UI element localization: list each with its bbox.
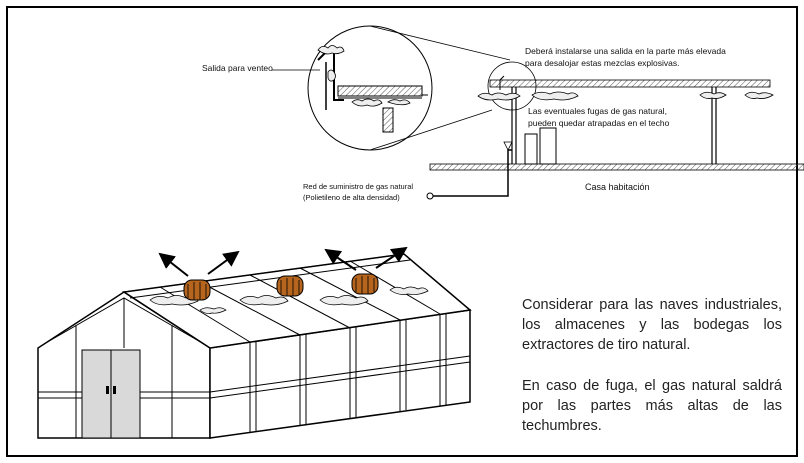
gas-cloud-icon	[317, 45, 411, 107]
gas-cloud-icon	[149, 286, 429, 314]
gas-leak-note-line1: Las eventuales fugas de gas natural,	[528, 106, 667, 116]
leak-behavior-text: En caso de fuga, el gas natural saldrá p…	[522, 378, 782, 434]
supply-network-label-line1: Red de suministro de gas natural	[303, 182, 414, 191]
install-outlet-note-line2: para desalojar estas mezclas explosivas.	[525, 58, 680, 68]
gas-cloud-icon	[477, 91, 774, 101]
house-label: Casa habitación	[585, 182, 650, 192]
supply-network-label-line2: (Polietileno de alta densidad)	[303, 193, 400, 202]
install-outlet-note-line1: Deberá instalarse una salida en la parte…	[525, 46, 726, 56]
arrow-icon	[158, 246, 408, 277]
extractor-icon	[276, 275, 304, 297]
building-illustration	[37, 246, 472, 439]
extractor-icon	[351, 273, 379, 295]
extractor-icon	[183, 279, 211, 301]
vent-outlet-label: Salida para venteo	[202, 63, 273, 73]
industrial-recommendation-text: Considerar para las naves industriales, …	[522, 297, 782, 353]
house-section	[426, 75, 804, 200]
vent-detail-circle	[307, 25, 433, 151]
gas-leak-note-line2: pueden quedar atrapadas en el techo	[528, 118, 670, 128]
